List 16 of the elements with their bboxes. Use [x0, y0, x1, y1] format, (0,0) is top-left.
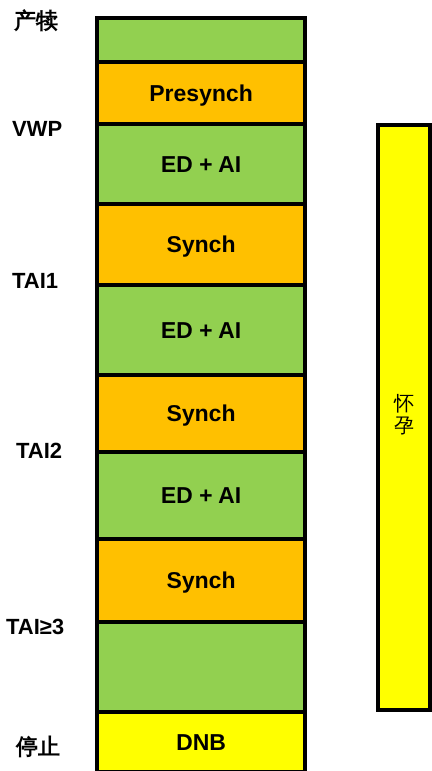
phase-bar	[376, 123, 432, 712]
stage-label: VWP	[12, 116, 62, 142]
band-label: ED + AI	[160, 316, 242, 344]
stage-label: TAI≥3	[6, 614, 64, 640]
band-label: Presynch	[149, 80, 253, 106]
band-label: 怀孕	[394, 392, 414, 436]
stage-label: 停止	[16, 733, 60, 761]
band-label: Synch	[166, 400, 236, 427]
band-label: Synch	[166, 567, 236, 594]
band-label: Synch	[166, 231, 236, 258]
band-label: ED + AI	[160, 482, 242, 509]
band-label: ED + AI	[160, 150, 242, 178]
band-label: DNB	[176, 728, 226, 756]
stage-label: 产犊	[14, 7, 58, 35]
stage-label: TAI2	[16, 438, 62, 464]
stage-label: TAI1	[12, 268, 58, 294]
